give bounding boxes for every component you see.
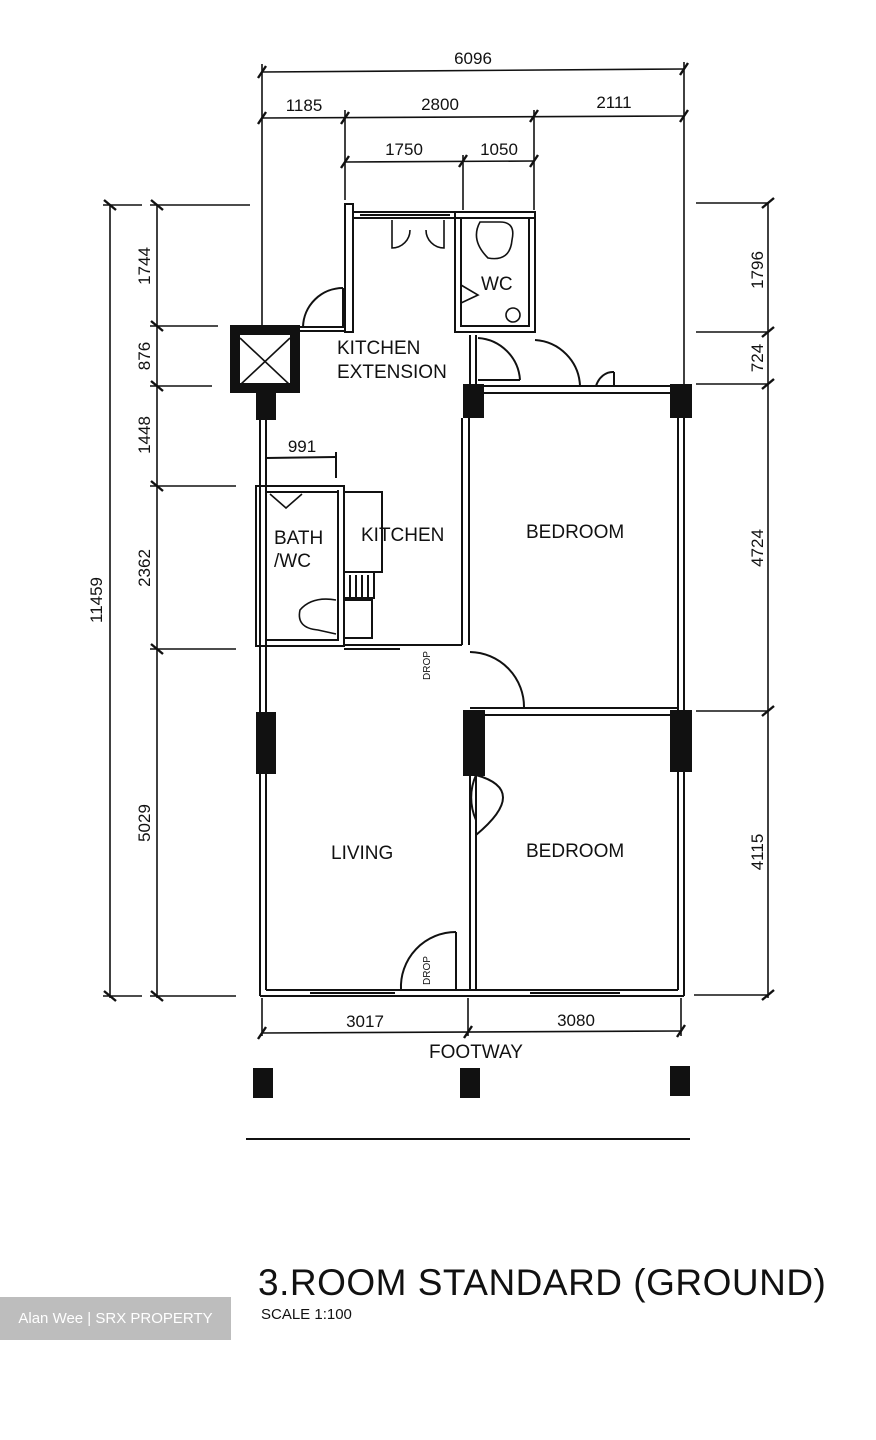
dim-top-1: 1185: [286, 96, 323, 115]
label-kitchen: KITCHEN: [361, 525, 444, 546]
dim-overall-depth: 11459: [87, 577, 106, 623]
right-dimension-lines: [694, 197, 775, 1001]
dim-left-4: 2362: [135, 549, 154, 587]
dim-top-2: 2800: [421, 95, 459, 114]
dim-bottom-2: 3080: [557, 1011, 595, 1030]
dim-top-5: 1050: [480, 140, 518, 159]
label-living: LIVING: [331, 843, 393, 864]
plan-scale: SCALE 1:100: [261, 1306, 352, 1323]
dim-right-1: 1796: [748, 251, 767, 289]
dim-right-3: 4724: [748, 529, 767, 567]
dim-top-3: 2111: [596, 93, 631, 112]
label-drop-2: DROP: [422, 956, 433, 985]
label-bedroom-1: BEDROOM: [526, 522, 624, 543]
structural-columns: [230, 325, 692, 1098]
dim-left-1: 1744: [135, 247, 154, 285]
dim-left-3: 1448: [135, 416, 154, 454]
label-wc: WC: [481, 274, 513, 295]
label-bath-2: /WC: [274, 551, 311, 572]
walls: [255, 203, 685, 997]
dim-left-2: 876: [135, 342, 154, 370]
dim-bath-width: 991: [288, 437, 316, 456]
dim-overall-width: 6096: [454, 49, 492, 68]
fixtures: [239, 220, 521, 635]
dim-right-2: 724: [748, 344, 767, 372]
dim-left-5: 5029: [135, 804, 154, 842]
label-footway: FOOTWAY: [429, 1042, 523, 1063]
label-bath-1: BATH: [274, 528, 323, 549]
left-dimension-lines: [103, 199, 250, 1002]
label-drop-1: DROP: [422, 651, 433, 680]
top-dimension-lines: [257, 62, 689, 390]
dim-bottom-1: 3017: [346, 1012, 384, 1031]
watermark: Alan Wee | SRX PROPERTY: [0, 1297, 231, 1340]
label-kitchen-extension-2: EXTENSION: [337, 362, 447, 383]
bottom-dimension-lines: [246, 998, 690, 1140]
label-kitchen-extension-1: KITCHEN: [337, 338, 420, 359]
label-bedroom-2: BEDROOM: [526, 841, 624, 862]
plan-title: 3.ROOM STANDARD (GROUND): [258, 1262, 827, 1303]
dim-top-4: 1750: [385, 140, 423, 159]
dim-right-4: 4115: [748, 834, 767, 871]
